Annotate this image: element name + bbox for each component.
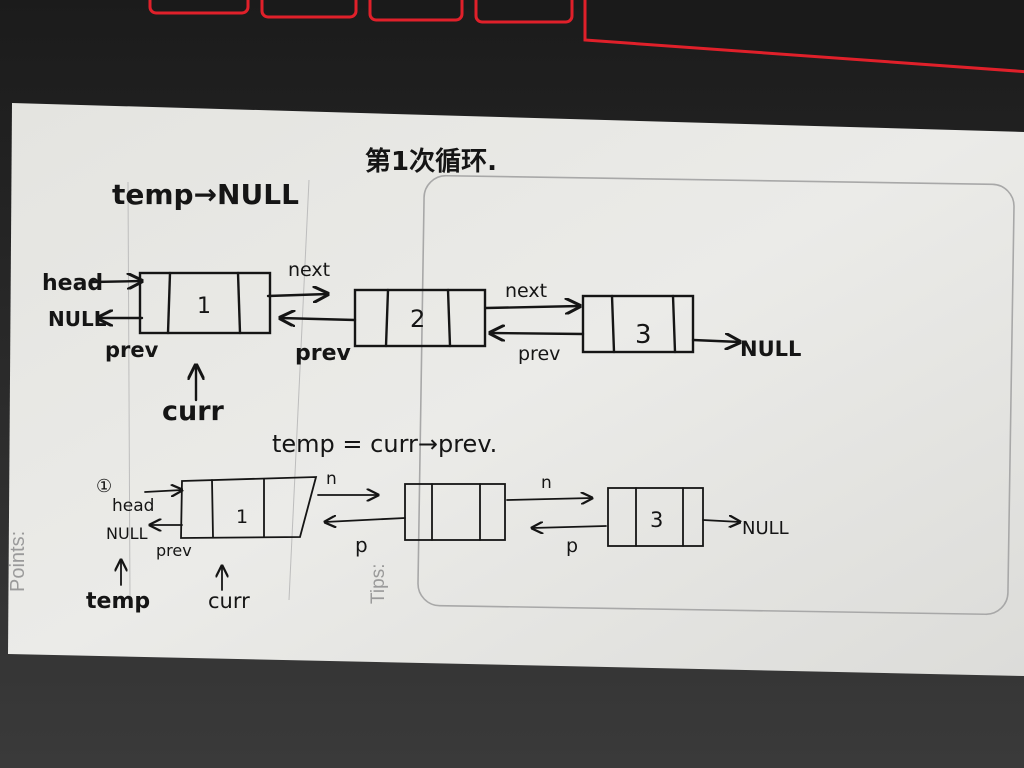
node-2-box xyxy=(404,483,506,541)
printed-tips-box xyxy=(417,174,1015,616)
p-label-2: p xyxy=(355,533,368,557)
node-1-box xyxy=(180,476,318,539)
curr-label: curr xyxy=(162,396,225,427)
prev-arrow-2 xyxy=(280,318,357,320)
p-arrow-3 xyxy=(532,526,607,528)
prev-label: prev xyxy=(105,338,159,362)
curr-label: curr xyxy=(208,589,250,613)
keyboard-key xyxy=(260,0,358,19)
n-label-1: n xyxy=(326,469,337,489)
keyboard-key xyxy=(583,0,1024,74)
head-arrow xyxy=(144,490,182,492)
null-right-label: NULL xyxy=(740,337,801,361)
n-arrow-2 xyxy=(506,498,592,500)
head-arrow xyxy=(90,281,142,282)
bottom-diagram: ① head NULL prev n p n p 1 3 NULL temp c… xyxy=(86,469,789,614)
keyboard-keys xyxy=(148,0,1024,74)
head-label: head xyxy=(42,271,103,296)
prev-arrow-3 xyxy=(490,333,585,334)
node-divider xyxy=(610,294,616,354)
node-1-value: 1 xyxy=(236,506,248,528)
prev-label-2: prev xyxy=(295,341,352,366)
temp-label: temp xyxy=(86,589,150,614)
paper-card: Points: Tips: xyxy=(7,103,1024,676)
paper-sheet xyxy=(8,103,1024,676)
step-marker: ① xyxy=(96,476,112,497)
next-label-2: next xyxy=(505,280,547,302)
node-1-value: 1 xyxy=(197,294,211,319)
node-2-value: 2 xyxy=(410,305,425,333)
guide-line xyxy=(288,179,310,601)
keyboard-key xyxy=(148,0,250,15)
next-label-1: next xyxy=(288,259,330,281)
node-3-value: 3 xyxy=(650,508,663,532)
prev-label-3: prev xyxy=(518,343,560,365)
node-divider xyxy=(236,271,242,335)
node-divider xyxy=(671,294,677,354)
node-3-box xyxy=(581,294,695,354)
next-null-arrow xyxy=(691,340,740,342)
head-label: head xyxy=(112,496,154,516)
keyboard-key xyxy=(474,0,574,24)
p-label-3: p xyxy=(566,535,578,557)
null-left-label: NULL xyxy=(106,524,148,543)
prev-label: prev xyxy=(156,541,192,560)
top-diagram: temp→NULL head NULL prev next prev next … xyxy=(42,178,801,427)
null-right-label: NULL xyxy=(742,518,789,539)
points-label: Points: xyxy=(7,531,29,592)
keyboard-key xyxy=(368,0,464,22)
next-arrow-1 xyxy=(266,294,328,296)
node-2-box xyxy=(353,288,487,348)
guide-line xyxy=(127,181,131,601)
temp-null-label: temp→NULL xyxy=(112,178,299,211)
n-label-2: n xyxy=(541,473,552,493)
node-divider xyxy=(211,479,214,538)
heading-text: 第1次循环. xyxy=(365,146,497,177)
tips-label: Tips: xyxy=(368,564,389,604)
node-1-box xyxy=(138,271,272,335)
node-divider xyxy=(166,271,172,335)
node-divider xyxy=(384,288,390,348)
p-arrow-2 xyxy=(325,518,406,522)
formula-text: temp = curr→prev. xyxy=(272,430,497,458)
null-left-label: NULL xyxy=(48,307,107,331)
node-divider xyxy=(446,288,452,348)
next-arrow-2 xyxy=(484,306,580,308)
next-null-arrow xyxy=(702,520,740,522)
node-3-value: 3 xyxy=(635,320,652,350)
node-3-box xyxy=(607,487,704,547)
